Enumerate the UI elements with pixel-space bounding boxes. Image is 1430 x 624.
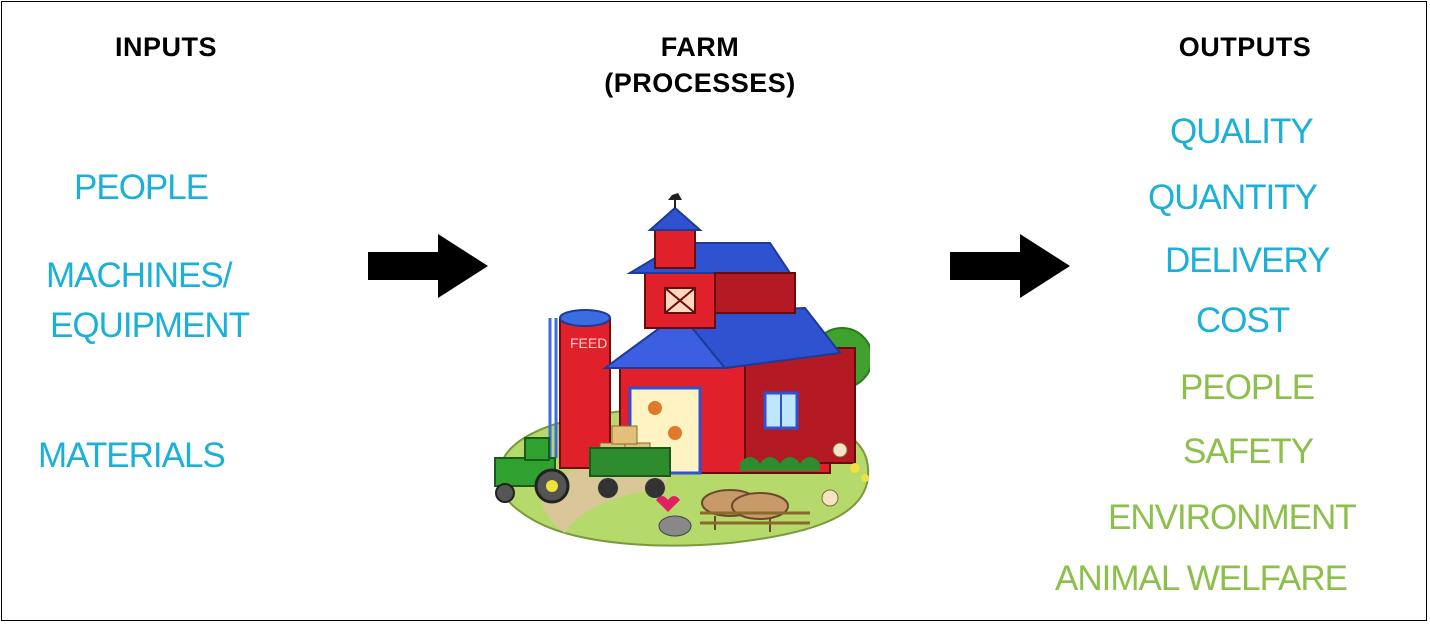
output-cost: COST [1196,301,1290,340]
output-quantity: QUANTITY [1148,178,1318,217]
input-arrow-icon [368,234,488,298]
output-quality: QUALITY [1170,112,1314,151]
output-safety: SAFETY [1183,432,1314,471]
silo-feed-label: FEED [570,335,607,351]
output-delivery: DELIVERY [1165,241,1330,280]
barn-farm-illustration: FEED [494,193,870,547]
input-materials: MATERIALS [38,436,226,475]
input-equipment: EQUIPMENT [50,306,250,345]
inputs-heading: INPUTS [114,32,217,62]
output-people: PEOPLE [1180,368,1315,407]
farm-heading-line2: (PROCESSES) [604,68,796,98]
input-machines: MACHINES/ [46,256,232,295]
farm-heading-line1: FARM [660,32,740,62]
output-animal-welfare: ANIMAL WELFARE [1055,559,1348,598]
input-people: PEOPLE [74,168,209,207]
output-arrow-icon [950,234,1070,298]
outputs-heading: OUTPUTS [1178,32,1312,62]
output-environment: ENVIRONMENT [1108,498,1357,537]
